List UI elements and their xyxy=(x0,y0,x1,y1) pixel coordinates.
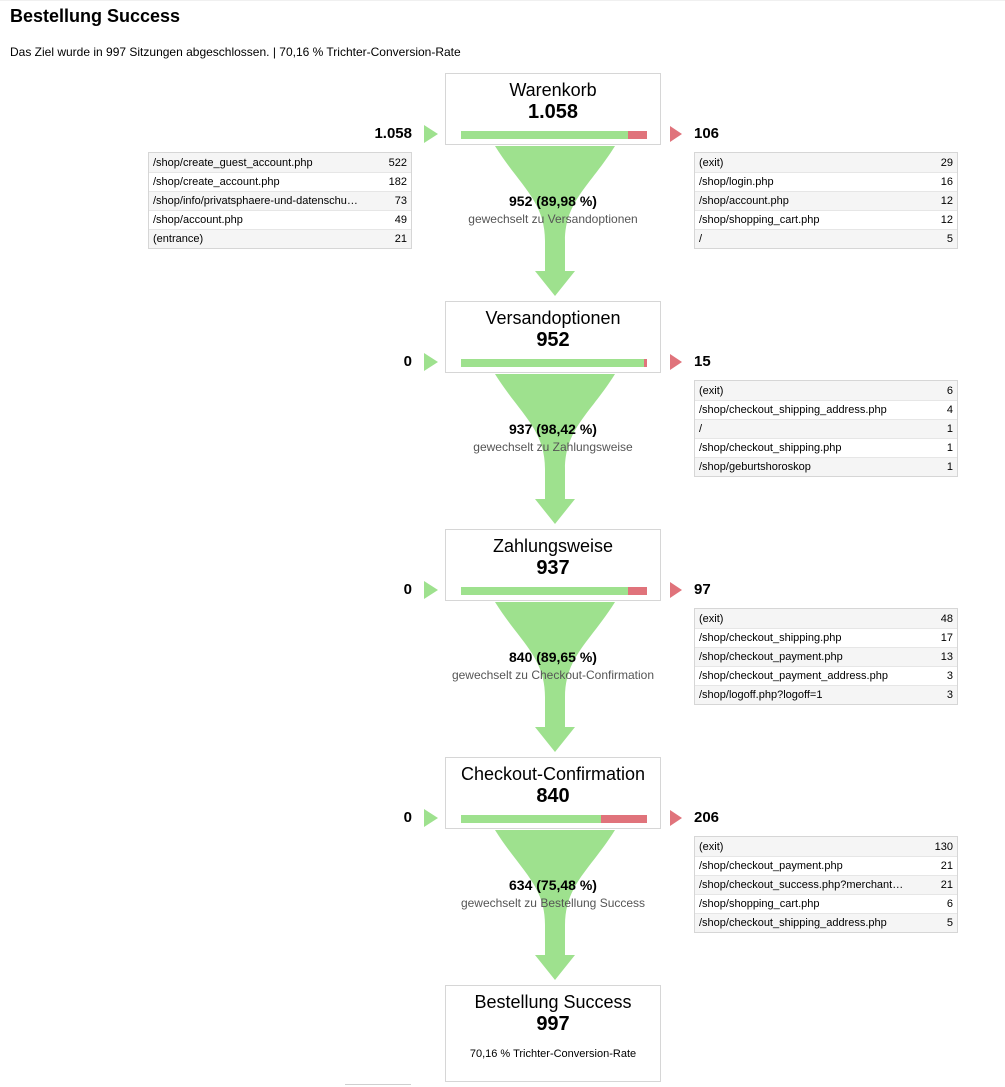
conversion-count: 634 (75,48 %) xyxy=(509,877,597,893)
step-entrances: 0 xyxy=(403,353,412,370)
step-progress-bar xyxy=(461,359,647,367)
conversion-count: 937 (98,42 %) xyxy=(509,421,597,437)
divider xyxy=(345,1084,411,1085)
step-exits: 106 xyxy=(694,125,720,142)
funnel-flow-icon xyxy=(495,146,615,296)
step-name: Warenkorb xyxy=(509,80,597,100)
conversion-label: gewechselt zu Versandoptionen xyxy=(468,212,638,226)
funnel-flow-icon xyxy=(495,374,615,524)
exit-arrow-icon xyxy=(670,354,682,370)
goal-conversion-rate: 70,16 % Trichter-Conversion-Rate xyxy=(469,1048,637,1060)
goal-name: Bestellung Success xyxy=(474,992,632,1012)
table-row[interactable]: (exit)6 xyxy=(695,381,957,400)
entrance-arrow-icon xyxy=(424,125,438,143)
table-row[interactable]: (exit)48 xyxy=(695,609,957,628)
exit-destinations-table: (exit)6 /shop/checkout_shipping_address.… xyxy=(694,380,958,477)
step-progress-fill xyxy=(461,131,629,139)
step-exits: 15 xyxy=(694,353,711,370)
step-entrances: 0 xyxy=(403,809,412,826)
table-row[interactable]: /shop/info/privatsphaere-und-datenschu…7… xyxy=(149,191,411,210)
conversion-label: gewechselt zu Checkout-Confirmation xyxy=(451,668,655,682)
conversion-count: 840 (89,65 %) xyxy=(509,649,597,665)
funnel-step-warenkorb[interactable]: Warenkorb 1.058 xyxy=(445,73,661,145)
page-summary: Das Ziel wurde in 997 Sitzungen abgeschl… xyxy=(10,45,461,59)
conversion-count: 952 (89,98 %) xyxy=(509,193,597,209)
exit-arrow-icon xyxy=(670,126,682,142)
step-name: Versandoptionen xyxy=(485,308,621,328)
step-progress-fill xyxy=(461,587,628,595)
top-divider xyxy=(0,0,1005,1)
table-row[interactable]: (exit)130 xyxy=(695,837,957,856)
conversion-label: gewechselt zu Zahlungsweise xyxy=(473,440,633,454)
conversion-label: gewechselt zu Bestellung Success xyxy=(460,896,646,910)
entrance-arrow-icon xyxy=(424,581,438,599)
step-progress-fill xyxy=(461,815,602,823)
step-count: 840 xyxy=(536,785,570,807)
funnel-goal-bestellung-success[interactable]: Bestellung Success 997 70,16 % Trichter-… xyxy=(445,985,661,1082)
step-progress-bar xyxy=(461,815,647,823)
exit-arrow-icon xyxy=(670,810,682,826)
step-entrances: 1.058 xyxy=(374,125,412,142)
step-entrances: 0 xyxy=(403,581,412,598)
step-exits: 206 xyxy=(694,809,720,826)
table-row[interactable]: (exit)29 xyxy=(695,153,957,172)
step-count: 952 xyxy=(536,329,570,351)
step-progress-bar xyxy=(461,131,647,139)
funnel-step-versandoptionen[interactable]: Versandoptionen 952 xyxy=(445,301,661,373)
funnel-step-zahlungsweise[interactable]: Zahlungsweise 937 xyxy=(445,529,661,601)
entrance-arrow-icon xyxy=(424,353,438,371)
exit-arrow-icon xyxy=(670,582,682,598)
step-name: Zahlungsweise xyxy=(492,536,614,556)
step-count: 1.058 xyxy=(527,101,579,123)
step-name: Checkout-Confirmation xyxy=(460,764,646,784)
page-title: Bestellung Success xyxy=(10,6,181,26)
step-progress-bar xyxy=(461,587,647,595)
table-row[interactable]: /5 xyxy=(695,229,957,248)
step-progress-fill xyxy=(461,359,645,367)
funnel-flow-icon xyxy=(495,602,615,752)
entrance-arrow-icon xyxy=(424,809,438,827)
table-row[interactable]: (entrance)21 xyxy=(149,229,411,248)
funnel-flow-icon xyxy=(495,830,615,980)
funnel-step-checkout-confirmation[interactable]: Checkout-Confirmation 840 xyxy=(445,757,661,829)
goal-count: 997 xyxy=(536,1013,570,1035)
step-count: 937 xyxy=(536,557,570,579)
step-exits: 97 xyxy=(694,581,711,598)
table-row[interactable]: /shop/checkout_success.php?merchant…21 xyxy=(695,875,957,894)
table-row[interactable]: /1 xyxy=(695,419,957,438)
